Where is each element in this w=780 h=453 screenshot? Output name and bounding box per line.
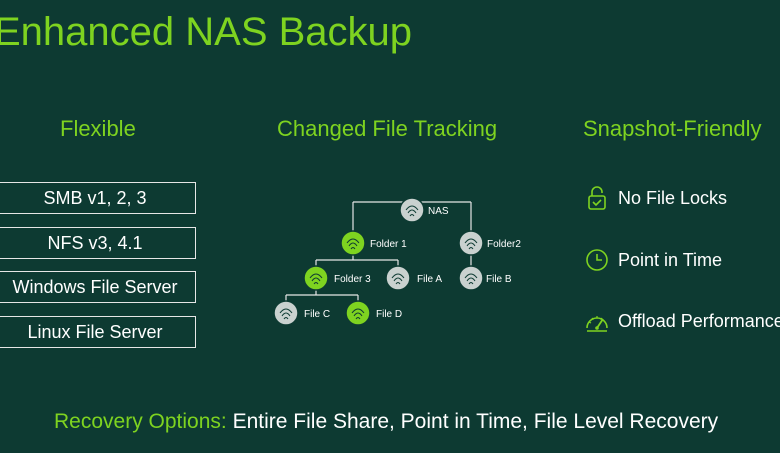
tree-node-file-d: File D	[345, 300, 402, 326]
feature-point-in-time: Point in Time	[584, 247, 722, 273]
slide-title: Enhanced NAS Backup	[0, 10, 413, 54]
recovery-options-label: Recovery Options:	[54, 410, 227, 433]
gauge-icon	[584, 308, 610, 334]
recovery-options-value: Entire File Share, Point in Time, File L…	[232, 410, 719, 433]
feature-label: No File Locks	[618, 187, 728, 208]
tree-label-file-a: File A	[417, 274, 442, 285]
tree-node-file-a: File A	[385, 265, 442, 291]
tree-label-folder3: Folder 3	[334, 274, 371, 285]
tree-label-folder1: Folder 1	[370, 239, 407, 250]
tree-node-file-b: File B	[458, 265, 512, 291]
tree-connectors	[285, 201, 472, 301]
tree-node-nas: NAS	[399, 197, 449, 223]
recovery-options: Recovery Options: Entire File Share, Poi…	[54, 410, 718, 434]
tree-label-file-b: File B	[486, 274, 512, 285]
tree-node-folder1: Folder 1	[340, 230, 407, 256]
protocol-box-linux: Linux File Server	[0, 316, 196, 348]
tree-label-folder2: Folder2	[487, 239, 521, 250]
lock-icon	[584, 185, 610, 211]
flexible-heading: Flexible	[60, 116, 136, 141]
feature-no-file-locks: No File Locks	[584, 185, 727, 211]
tree-label-nas: NAS	[428, 206, 449, 217]
feature-label: Offload Performance	[618, 310, 780, 331]
clock-icon	[584, 247, 610, 273]
tree-label-file-d: File D	[376, 309, 402, 320]
tracking-heading: Changed File Tracking	[277, 116, 498, 141]
tree-node-file-c: File C	[273, 300, 330, 326]
snapshot-heading: Snapshot-Friendly	[583, 116, 762, 141]
feature-label: Point in Time	[618, 249, 723, 270]
file-tree-diagram: NAS Folder 1 Folder2 Folder 3 File A Fil…	[273, 197, 521, 326]
feature-offload-performance: Offload Performance	[584, 308, 780, 334]
tree-label-file-c: File C	[304, 309, 330, 320]
protocol-box-windows: Windows File Server	[0, 271, 196, 303]
protocol-box-nfs: NFS v3, 4.1	[0, 227, 196, 259]
tree-node-folder2: Folder2	[458, 230, 521, 256]
protocol-box-smb: SMB v1, 2, 3	[0, 182, 196, 214]
tree-node-folder3: Folder 3	[303, 265, 371, 291]
